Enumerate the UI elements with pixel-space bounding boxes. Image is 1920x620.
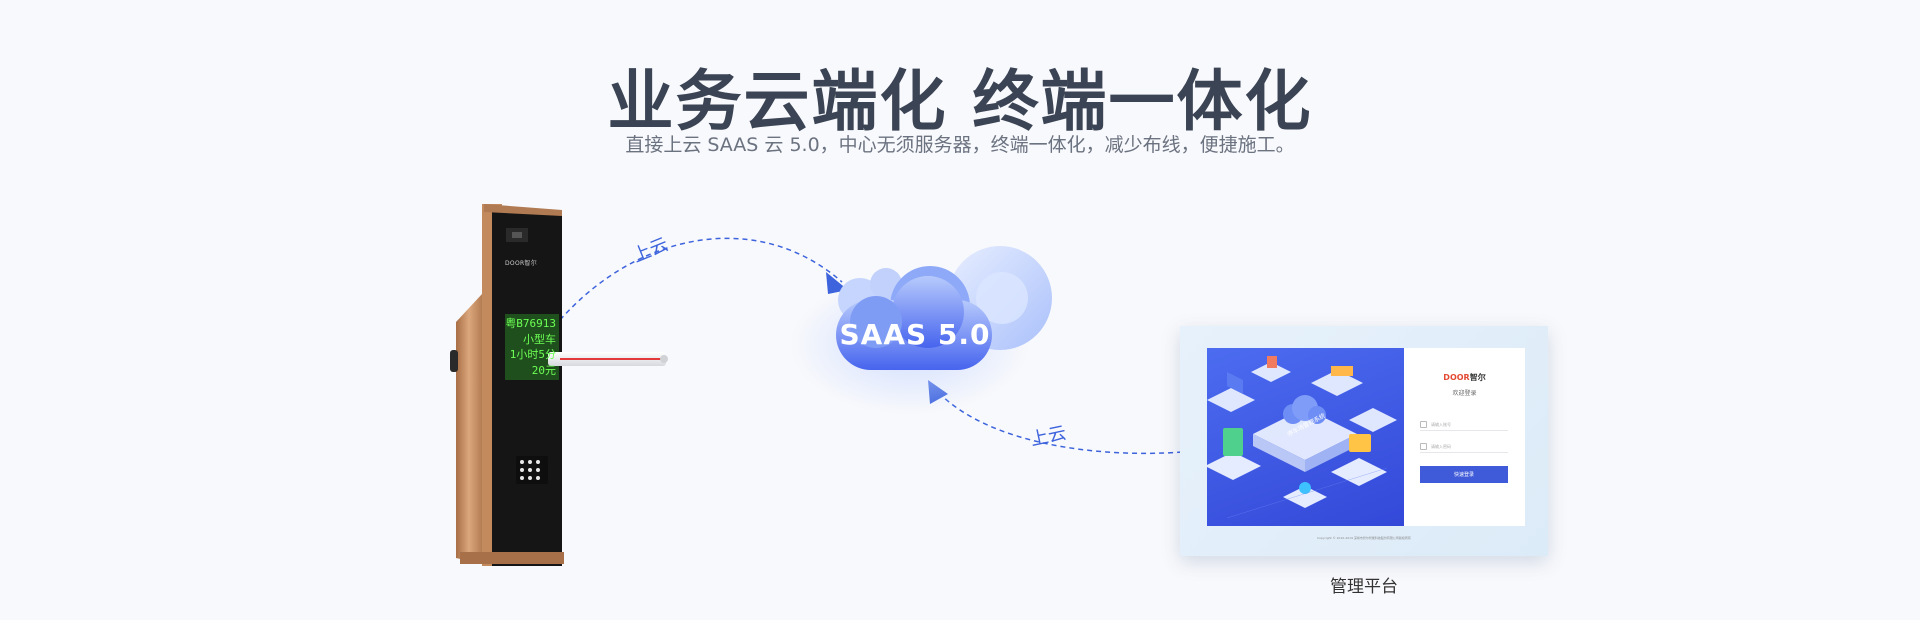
upload-arrow-terminal	[559, 237, 843, 321]
terminal-side-panel	[456, 294, 482, 564]
cloud-label: SAAS 5.0	[839, 318, 991, 351]
management-platform-window: 停车场管理系统 DOOR智尔 欢迎登录 快速登录 Copyright © 201…	[1180, 326, 1548, 556]
logo-suffix: 智尔	[1469, 373, 1486, 382]
isometric-illustration	[1207, 356, 1397, 519]
parking-terminal	[450, 204, 668, 566]
led-fee: 20元	[531, 363, 556, 377]
led-vehicle-type: 小型车	[523, 332, 556, 346]
login-panel: DOOR智尔 欢迎登录 快速登录	[1404, 348, 1525, 526]
led-duration: 1小时5分	[509, 348, 556, 362]
page-subtitle: 直接上云 SAAS 云 5.0，中心无须服务器，终端一体化，减少布线，便捷施工。	[625, 134, 1295, 156]
platform-copyright: Copyright © 2010-2019 深圳市智尔智能科技股份有限公司版权所…	[1317, 536, 1411, 540]
user-icon	[1420, 420, 1427, 428]
password-field[interactable]	[1420, 440, 1508, 453]
upload-arrow-platform	[937, 391, 1183, 455]
login-logo: DOOR智尔	[1404, 372, 1525, 383]
lock-icon	[1420, 442, 1427, 450]
password-input[interactable]	[1431, 441, 1501, 451]
terminal-brand-logo: DOOR智尔	[505, 260, 538, 267]
platform-caption: 管理平台	[1330, 577, 1398, 597]
account-input[interactable]	[1431, 419, 1501, 429]
led-display-text: 粤B76913 小型车 1小时5分 20元	[506, 315, 558, 379]
page-title: 业务云端化 终端一体化	[607, 63, 1313, 140]
led-plate-number: 粤B76913	[506, 317, 556, 331]
cloud-icon	[790, 246, 1052, 415]
terminal-front-panel	[492, 210, 562, 566]
logo-mark: DOOR	[1443, 373, 1470, 382]
platform-hero-illustration: 停车场管理系统	[1207, 348, 1404, 526]
led-display	[505, 314, 559, 380]
login-button[interactable]: 快速登录	[1420, 466, 1508, 483]
account-field[interactable]	[1420, 418, 1508, 431]
login-welcome: 欢迎登录	[1452, 390, 1477, 397]
